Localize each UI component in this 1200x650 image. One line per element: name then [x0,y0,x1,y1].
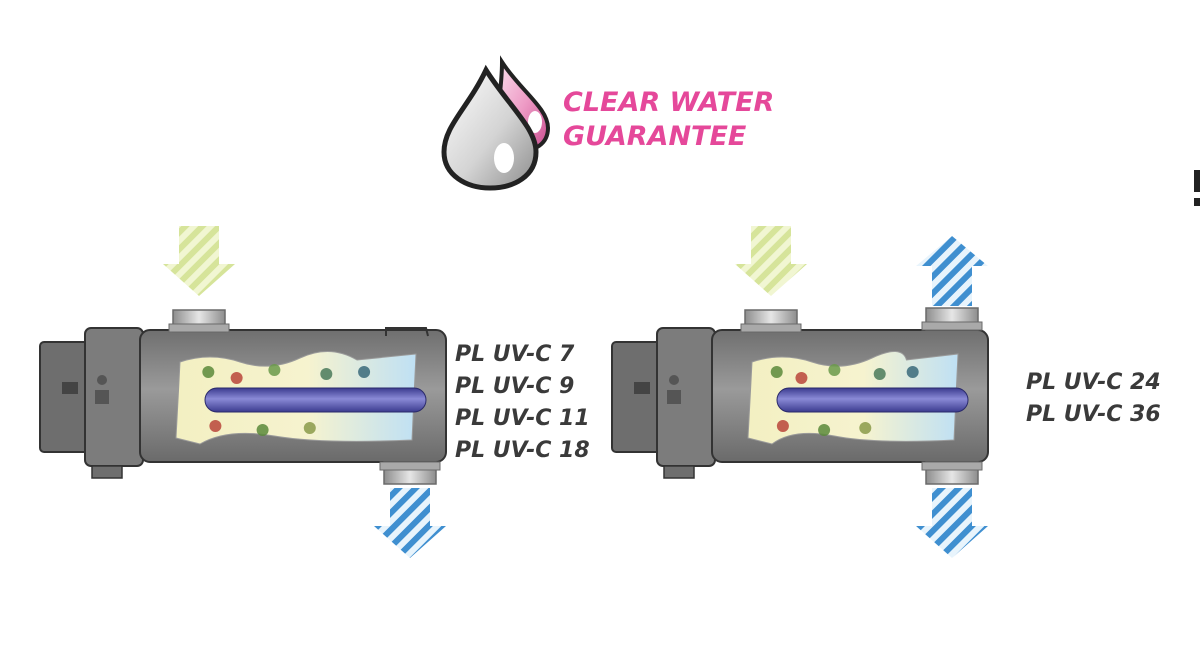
plug-icon [95,390,109,404]
end-cap [611,341,663,453]
foot [663,465,695,479]
model-label: PL UV-C 24 [1026,370,1161,395]
algae-spot [320,368,333,380]
outflow-arrow-down [916,488,988,558]
end-cap [39,341,91,453]
model-label: PL UV-C 11 [455,406,590,431]
head-block [84,327,144,467]
model-label: PL UV-C 18 [455,438,590,463]
uv-c-unit-0 [39,226,447,558]
outlet-pipe-top-flange [921,321,983,331]
edge-mark [1194,198,1200,206]
switch-icon [97,375,107,385]
algae-spot [795,372,808,384]
algae-spot [209,420,222,432]
model-label: PL UV-C 36 [1026,402,1161,427]
algae-spot [859,422,872,434]
inflow-arrow [735,226,807,296]
algae-spot [358,366,371,378]
algae-spot [776,420,789,432]
inlet-pipe-top-flange [168,323,230,333]
outlet-pipe-bottom-flange [921,461,983,471]
indicator-icon [62,382,78,394]
clamp-handle [385,327,429,337]
algae-spot [873,368,886,380]
clear-water-logo-icon [441,55,551,191]
model-label: PL UV-C 7 [455,342,575,367]
head-block [656,327,716,467]
algae-spot [230,372,243,384]
algae-spot [256,424,269,436]
algae-spot [770,366,783,378]
logo-text: CLEAR WATER GUARANTEE [563,86,774,154]
outlet-pipe-bottom-flange [379,461,441,471]
foot [91,465,123,479]
model-list-large-units: PL UV-C 24 PL UV-C 36 [1026,367,1161,431]
algae-spot [202,366,215,378]
algae-spot [818,424,831,436]
inflow-arrow [163,226,235,296]
model-list-small-units: PL UV-C 7 PL UV-C 9 PL UV-C 11 PL UV-C 1… [455,339,590,467]
algae-spot [268,364,281,376]
logo-line-1: CLEAR WATER [563,87,775,118]
plug-icon [667,390,681,404]
outflow-arrow-up [916,236,988,306]
algae-spot [303,422,316,434]
algae-spot [828,364,841,376]
uv-c-unit-1 [611,226,989,558]
uv-lamp [776,387,969,413]
logo-line-2: GUARANTEE [563,121,747,152]
uv-lamp [204,387,427,413]
inlet-pipe-top-flange [740,323,802,333]
algae-spot [906,366,919,378]
edge-mark [1194,170,1200,192]
indicator-icon [634,382,650,394]
switch-icon [669,375,679,385]
model-label: PL UV-C 9 [455,374,575,399]
outflow-arrow-down [374,488,446,558]
